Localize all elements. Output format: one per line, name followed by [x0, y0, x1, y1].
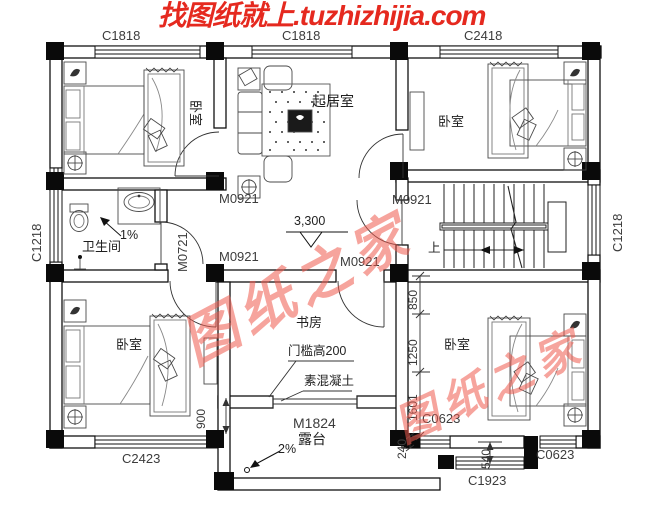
- columns: [46, 42, 600, 490]
- bath-slope-label: 1%: [120, 228, 139, 242]
- room-label-bathroom: 卫生间: [82, 239, 122, 254]
- room-label-bedroom-bottom-left: 卧室: [116, 337, 143, 352]
- window-label-c2423: C2423: [122, 451, 161, 466]
- door-label-m1824: M1824: [293, 415, 336, 431]
- window-label-c0623-east: C0623: [536, 447, 575, 462]
- door-bedroom-top-left: [174, 131, 220, 177]
- watermark-site-url: 找图纸就上.tuzhizhijia.com: [158, 0, 486, 31]
- window-c1818-mid: [251, 45, 353, 59]
- furniture-bathroom: [69, 187, 161, 270]
- window-label-c1218-left: C1218: [29, 223, 44, 262]
- door-label-m0921-1: M0921: [219, 191, 259, 206]
- window-c1218-right: [587, 184, 601, 256]
- furniture-bedroom-bottom-right: [487, 313, 587, 427]
- threshold-note: 门槛高200: [288, 344, 347, 358]
- window-label-c1818-left: C1818: [102, 28, 141, 43]
- terrace-slope-arrow: [244, 450, 281, 473]
- room-label-study: 书房: [296, 315, 323, 330]
- window-c2418: [439, 45, 559, 59]
- window-c1818-left: [94, 45, 201, 59]
- door-label-m0921-2: M0921: [392, 192, 432, 207]
- door-label-m0721: M0721: [175, 232, 190, 272]
- dim-540: 540: [479, 448, 493, 469]
- window-label-c0623-west: C0623: [422, 411, 461, 426]
- door-bedroom-bottom-left: [169, 280, 217, 328]
- window-label-c2418: C2418: [464, 28, 503, 43]
- doors: [160, 131, 404, 408]
- level-marker: [286, 231, 348, 248]
- dim-1250: 1250: [406, 339, 420, 366]
- dimension-lines: [222, 271, 502, 464]
- window-c0623-west: [419, 435, 451, 449]
- concrete-note: 素混凝土: [304, 374, 355, 388]
- room-label-bedroom-bottom-right: 卧室: [444, 337, 471, 352]
- window-label-c1818-mid: C1818: [282, 28, 321, 43]
- door-terrace-m1824: [272, 396, 358, 408]
- stairs-up-label: 上: [428, 241, 441, 255]
- floor-level-label: 3,300: [294, 214, 326, 228]
- dim-900: 900: [194, 408, 208, 429]
- door-label-m0921-3: M0921: [219, 249, 259, 264]
- furniture-bedroom-top-left: [63, 61, 185, 175]
- room-label-bedroom-top-left: 卧室: [188, 100, 203, 127]
- door-study: [337, 280, 385, 328]
- furniture-bedroom-top-right: [409, 61, 587, 171]
- door-bathroom: [160, 221, 204, 265]
- window-label-c1218-right: C1218: [610, 213, 625, 252]
- room-label-living-room: 起居室: [312, 93, 354, 109]
- furniture-bedroom-bottom-left: [63, 299, 218, 429]
- furniture-living-room: [237, 65, 331, 199]
- terrace-slope-label: 2%: [278, 442, 297, 456]
- room-label-bedroom-top-right: 卧室: [438, 114, 465, 129]
- window-label-c1923: C1923: [468, 473, 507, 488]
- dim-850: 850: [406, 289, 420, 310]
- window-c2423: [94, 435, 219, 449]
- door-label-m0921-4: M0921: [340, 254, 380, 269]
- door-bedroom-top-right: [358, 133, 404, 179]
- note-leaders: [268, 360, 354, 402]
- window-c0623-east: [539, 435, 577, 449]
- room-label-terrace: 露台: [298, 431, 326, 447]
- door-stairs: [356, 199, 403, 246]
- staircase: [439, 184, 567, 269]
